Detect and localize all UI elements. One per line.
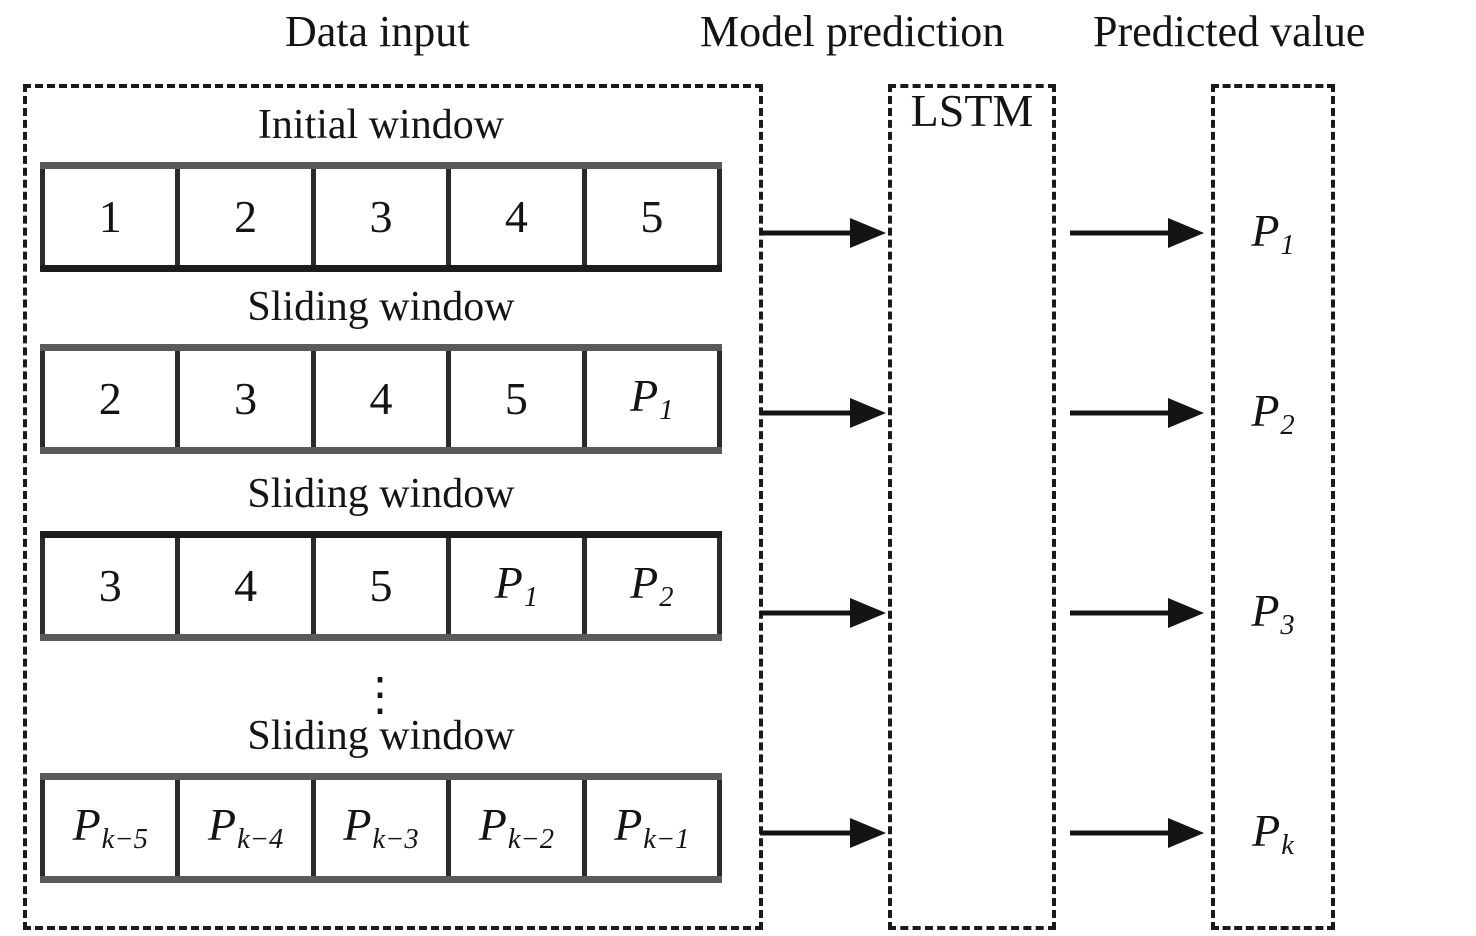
predicted-value-label: P1	[1251, 205, 1295, 261]
window-cell: 5	[316, 538, 452, 634]
lstm-container: LSTM	[888, 84, 1056, 930]
cell-value: Pk−2	[478, 798, 555, 855]
cell-value: 5	[504, 373, 528, 424]
cell-value: 3	[369, 191, 393, 242]
cell-value: Pk−3	[343, 798, 419, 855]
window-cell: Pk−3	[316, 780, 452, 876]
arrow-input-to-model-1	[760, 216, 886, 250]
predicted-value-1: P1	[1211, 207, 1335, 261]
cell-value: 5	[640, 191, 664, 242]
window-cell: 2	[40, 351, 181, 447]
window-cell: 3	[40, 538, 181, 634]
cell-value: Pk−1	[614, 798, 690, 855]
arrow-input-to-model-3	[760, 596, 886, 630]
window-cell: P1	[451, 538, 587, 634]
window-label: Sliding window	[247, 284, 515, 330]
window-cell: 3	[180, 351, 316, 447]
window-cell: 4	[451, 169, 587, 265]
window-cell: P2	[587, 538, 723, 634]
window-cell: 4	[180, 538, 316, 634]
cell-value: 4	[369, 373, 393, 424]
arrow-model-to-output-3	[1070, 596, 1204, 630]
predicted-value-2: P2	[1211, 387, 1335, 441]
arrow-model-to-output-1	[1070, 216, 1204, 250]
lstm-label: LSTM	[910, 85, 1034, 136]
cell-value: P1	[630, 369, 674, 426]
window-cell: P1	[587, 351, 723, 447]
arrow-model-to-output-4	[1070, 816, 1204, 850]
window-cell: 4	[316, 351, 452, 447]
cell-value: 4	[504, 191, 528, 242]
arrow-input-to-model-4	[760, 816, 886, 850]
cell-value: Pk−4	[207, 798, 284, 855]
window-cell: Pk−1	[587, 780, 723, 876]
arrow-model-to-output-2	[1070, 396, 1204, 430]
predicted-value-label: P3	[1251, 585, 1295, 641]
window-cell: 5	[451, 351, 587, 447]
predicted-value-container	[1211, 84, 1335, 930]
window-cell: Pk−4	[180, 780, 316, 876]
cell-value: 3	[234, 373, 258, 424]
window-cell-row: 3 4 5 P1 P2	[40, 531, 723, 641]
header-predicted-value: Predicted value	[1093, 7, 1366, 56]
predicted-value-label: Pk	[1252, 805, 1294, 861]
window-cell: 2	[180, 169, 316, 265]
window-cell: 5	[587, 169, 723, 265]
vertical-ellipsis: ⋮	[357, 669, 403, 720]
cell-value: 2	[234, 191, 258, 242]
cell-value: 1	[98, 191, 122, 242]
cell-value: Pk−5	[72, 798, 148, 855]
window-label: Initial window	[257, 102, 505, 148]
cell-value: 4	[234, 560, 258, 611]
predicted-value-label: P2	[1251, 385, 1295, 441]
window-cell: Pk−2	[451, 780, 587, 876]
cell-value: 5	[369, 560, 393, 611]
window-cell: Pk−5	[40, 780, 181, 876]
window-cell: 1	[40, 169, 181, 265]
window-cell-row: 1 2 3 4 5	[40, 162, 723, 272]
cell-value: 3	[98, 560, 122, 611]
cell-value: P2	[630, 556, 674, 613]
window-cell-row: 2 3 4 5 P1	[40, 344, 723, 454]
header-data-input: Data input	[285, 7, 470, 56]
window-cell-row: Pk−5 Pk−4 Pk−3 Pk−2 Pk−1	[40, 773, 723, 883]
predicted-value-3: P3	[1211, 587, 1335, 641]
cell-value: 2	[98, 373, 122, 424]
window-cell: 3	[316, 169, 452, 265]
window-label: Sliding window	[247, 713, 515, 759]
window-label: Sliding window	[247, 471, 515, 517]
predicted-value-4: Pk	[1211, 807, 1335, 861]
cell-value: P1	[494, 556, 539, 613]
header-model-prediction: Model prediction	[700, 7, 1005, 56]
arrow-input-to-model-2	[760, 396, 886, 430]
